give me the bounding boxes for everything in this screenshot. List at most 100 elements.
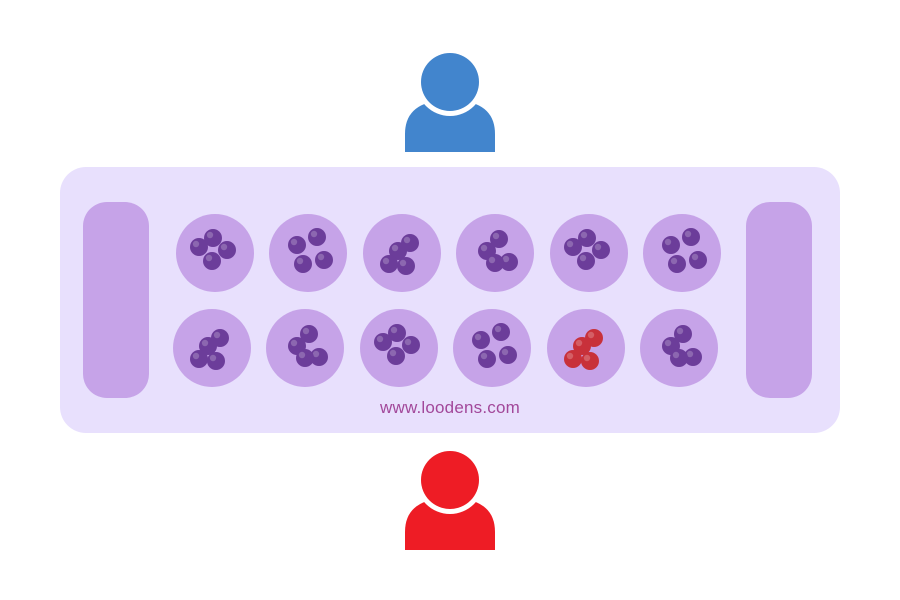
seed bbox=[300, 325, 318, 343]
seed-highlight bbox=[310, 230, 318, 238]
store-right[interactable] bbox=[746, 202, 812, 398]
seed-highlight bbox=[686, 350, 694, 358]
seed-highlight bbox=[566, 352, 574, 360]
pit-top-3[interactable] bbox=[363, 214, 441, 292]
seed-highlight bbox=[670, 257, 678, 265]
seed-highlight bbox=[492, 232, 500, 240]
seed-highlight bbox=[290, 238, 298, 246]
seed bbox=[387, 347, 405, 365]
pit-bottom-2[interactable] bbox=[266, 309, 344, 387]
pit-top-6[interactable] bbox=[643, 214, 721, 292]
seed bbox=[380, 255, 398, 273]
seed bbox=[402, 336, 420, 354]
seed bbox=[207, 352, 225, 370]
seed bbox=[374, 333, 392, 351]
seed bbox=[310, 348, 328, 366]
pit-bottom-1[interactable] bbox=[173, 309, 251, 387]
seed-highlight bbox=[664, 339, 672, 347]
seed-highlight bbox=[480, 352, 488, 360]
seed-highlight bbox=[403, 236, 411, 244]
store-left[interactable] bbox=[83, 202, 149, 398]
seed-highlight bbox=[566, 240, 574, 248]
seed bbox=[578, 229, 596, 247]
seed bbox=[674, 325, 692, 343]
seed-highlight bbox=[312, 350, 320, 358]
seed-highlight bbox=[192, 240, 200, 248]
seed bbox=[592, 241, 610, 259]
seed-highlight bbox=[488, 256, 496, 264]
bottom-player-body bbox=[405, 498, 495, 550]
seed bbox=[668, 255, 686, 273]
seed bbox=[682, 228, 700, 246]
seed-highlight bbox=[317, 253, 325, 261]
bottom-player-user-icon bbox=[403, 446, 497, 550]
seed bbox=[218, 241, 236, 259]
seed bbox=[486, 254, 504, 272]
seed bbox=[670, 349, 688, 367]
seed-highlight bbox=[206, 231, 214, 239]
seed-highlight bbox=[501, 348, 509, 356]
seed bbox=[478, 350, 496, 368]
seed-highlight bbox=[376, 335, 384, 343]
seed bbox=[204, 229, 222, 247]
seed-highlight bbox=[391, 244, 399, 252]
seed-highlight bbox=[382, 257, 390, 265]
pit-top-1[interactable] bbox=[176, 214, 254, 292]
seed-highlight bbox=[587, 331, 595, 339]
seed-highlight bbox=[480, 244, 488, 252]
pit-top-4[interactable] bbox=[456, 214, 534, 292]
seed-highlight bbox=[579, 254, 587, 262]
seed bbox=[581, 352, 599, 370]
seed-highlight bbox=[298, 351, 306, 359]
seed bbox=[190, 238, 208, 256]
seed bbox=[564, 238, 582, 256]
pit-top-5[interactable] bbox=[550, 214, 628, 292]
seed-highlight bbox=[672, 351, 680, 359]
seed bbox=[315, 251, 333, 269]
seed-highlight bbox=[676, 327, 684, 335]
seed-highlight bbox=[192, 352, 200, 360]
seed bbox=[294, 255, 312, 273]
seed-highlight bbox=[691, 253, 699, 261]
seed-highlight bbox=[389, 349, 397, 357]
seed bbox=[662, 236, 680, 254]
seed bbox=[203, 252, 221, 270]
seed bbox=[472, 331, 490, 349]
seed bbox=[577, 252, 595, 270]
seed bbox=[564, 350, 582, 368]
seed bbox=[689, 251, 707, 269]
pit-bottom-3[interactable] bbox=[360, 309, 438, 387]
pit-bottom-6[interactable] bbox=[640, 309, 718, 387]
seed bbox=[389, 242, 407, 260]
seed-highlight bbox=[302, 327, 310, 335]
seed bbox=[190, 350, 208, 368]
seed-highlight bbox=[205, 254, 213, 262]
seed bbox=[296, 349, 314, 367]
seed-highlight bbox=[583, 354, 591, 362]
mancala-board: www.loodens.com bbox=[60, 167, 840, 433]
seed-highlight bbox=[474, 333, 482, 341]
pit-bottom-4[interactable] bbox=[453, 309, 531, 387]
seed-highlight bbox=[399, 259, 407, 267]
seed bbox=[388, 324, 406, 342]
seed-highlight bbox=[201, 339, 209, 347]
top-player-head bbox=[421, 53, 479, 111]
seed-highlight bbox=[220, 243, 228, 251]
seed-highlight bbox=[664, 238, 672, 246]
seed bbox=[500, 253, 518, 271]
seed-highlight bbox=[502, 255, 510, 263]
seed bbox=[397, 257, 415, 275]
seed-highlight bbox=[390, 326, 398, 334]
seed-highlight bbox=[494, 325, 502, 333]
top-player-body bbox=[405, 100, 495, 152]
seed bbox=[492, 323, 510, 341]
pit-bottom-5[interactable] bbox=[547, 309, 625, 387]
seed bbox=[499, 346, 517, 364]
seed bbox=[288, 236, 306, 254]
seed-highlight bbox=[575, 339, 583, 347]
seed bbox=[684, 348, 702, 366]
pit-top-2[interactable] bbox=[269, 214, 347, 292]
seed bbox=[308, 228, 326, 246]
seed-highlight bbox=[213, 331, 221, 339]
